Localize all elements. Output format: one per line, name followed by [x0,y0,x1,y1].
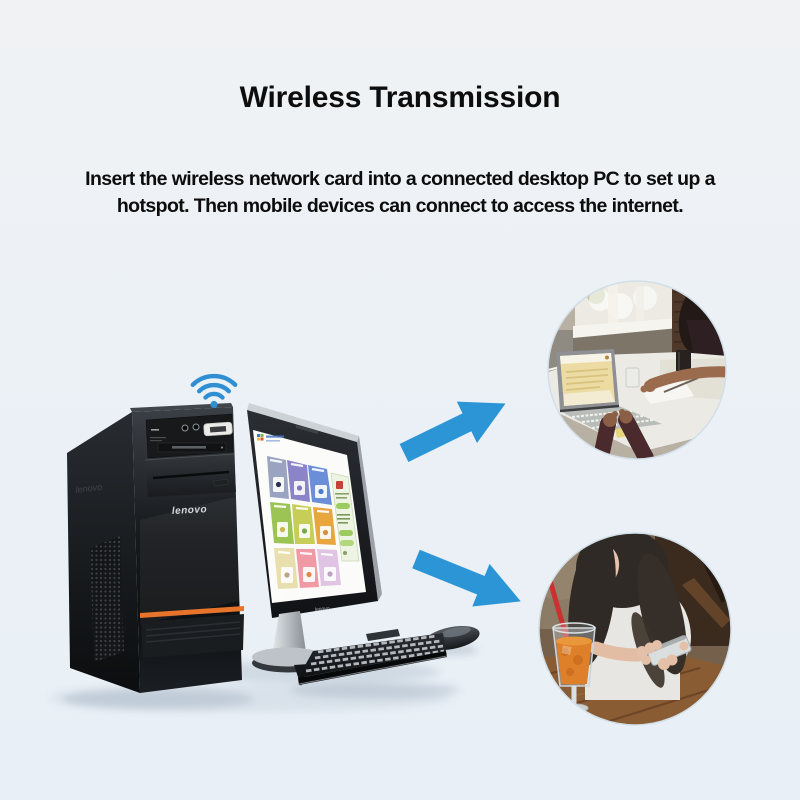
orange-drink [546,574,596,713]
usb-wifi-adapter [203,421,233,437]
straw [546,574,569,639]
window-sill [573,318,679,340]
wifi-icon [190,373,238,400]
screen-tile-art [269,458,334,557]
tower-top-edge [130,403,233,412]
phone-photo [538,532,732,726]
keyboard-media-bar [366,629,400,641]
reaching-arm [646,366,726,390]
subtitle-line-1: Insert the wireless network card into a … [85,168,715,190]
monitor-side-rim [357,436,382,601]
arrow-to-laptop-icon [399,401,506,462]
tower-io-panel [145,413,234,459]
bezel-vent [296,425,318,434]
audio-jack [181,424,189,432]
hands [636,640,689,670]
tower-side-grille [90,536,124,662]
laptop [556,349,662,432]
subtitle-line-2: hotspot. Then mobile devices can connect… [116,195,684,217]
tower-accent-stripe [140,606,244,618]
mic-jack [192,423,200,431]
eject-button [213,479,229,486]
tower-lower-bay [141,614,244,658]
monitor: lenovo [247,403,382,618]
monitor-top-rim [247,403,359,442]
tower-brand-label: lenovo [172,504,208,517]
screen-tile-accents [275,481,333,578]
arrow-to-phone-icon [412,549,521,607]
optical-drive [144,453,236,503]
keyboard-key-rows [305,634,445,673]
woman [568,533,692,700]
keyboard [290,629,460,698]
chair-back [682,578,730,628]
glass [625,367,640,388]
tower-side-brand-label: lenovo [75,482,103,495]
page-title: Wireless Transmission [239,81,561,114]
monitor-brand-label: lenovo [315,606,330,613]
desktop-tower: lenovo [67,403,244,693]
wifi-icon-dot [210,400,218,409]
laptop-photo [547,280,727,460]
usb-port-icon [151,429,159,431]
pen [663,377,699,393]
screen-sidebar [330,472,360,562]
subtitle-text: Insert the wireless network card into a … [0,166,800,220]
screen-logo [257,434,284,442]
